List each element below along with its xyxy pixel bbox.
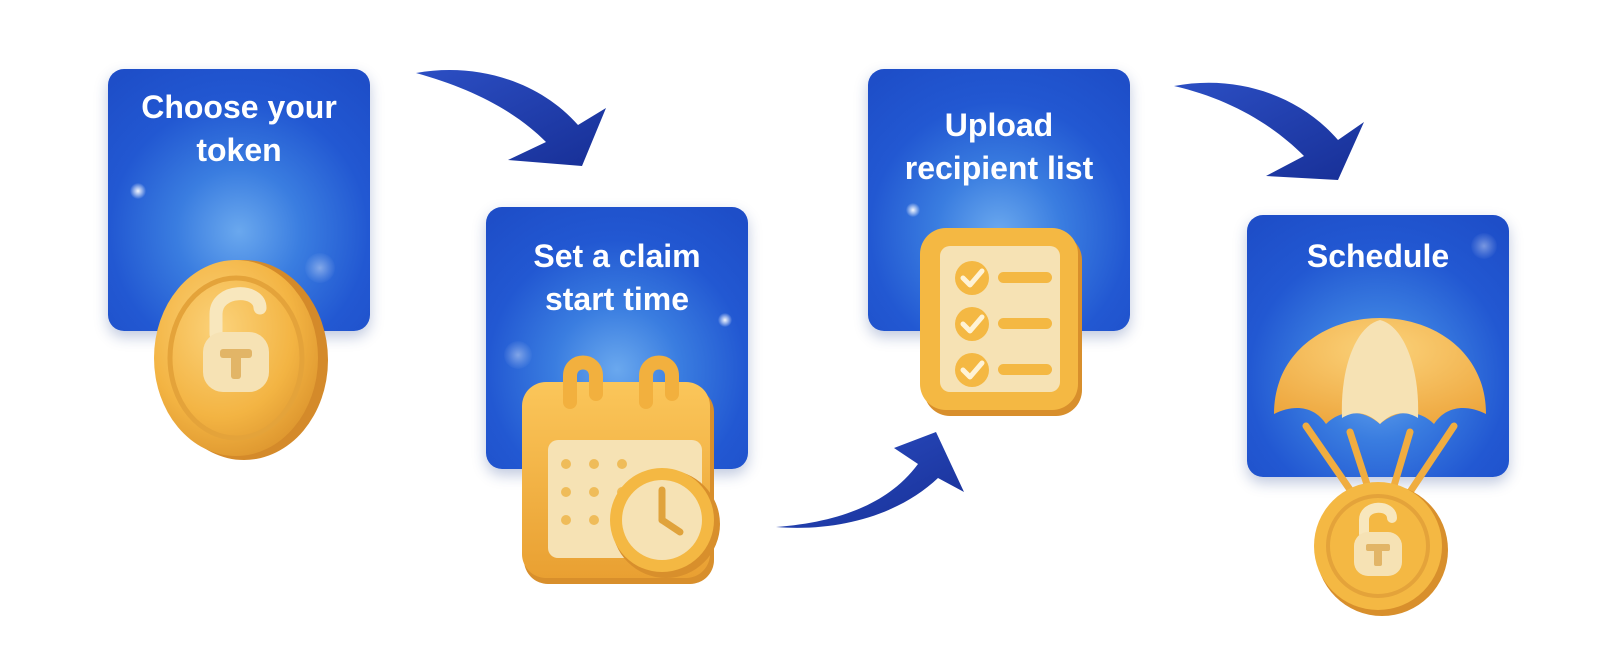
calendar-clock-icon xyxy=(522,355,720,584)
sparkle xyxy=(305,253,335,283)
sparkle xyxy=(906,203,920,217)
step-title: Choose your token xyxy=(141,89,337,168)
sparkle xyxy=(718,313,732,327)
sparkle xyxy=(130,183,146,199)
step-title: Set a claim start time xyxy=(533,238,701,317)
sparkle xyxy=(504,341,532,369)
step-title: Upload recipient list xyxy=(904,107,1094,186)
step-card-choose-token: Choose your token xyxy=(108,69,370,331)
sparkle xyxy=(1471,233,1497,259)
padlock-coin-icon xyxy=(154,260,328,460)
checklist-icon xyxy=(920,228,1082,416)
step-title: Schedule xyxy=(1306,238,1450,274)
parachute-coin-icon xyxy=(1274,318,1486,616)
step-card-upload-recipients: Upload recipient list xyxy=(868,69,1130,331)
